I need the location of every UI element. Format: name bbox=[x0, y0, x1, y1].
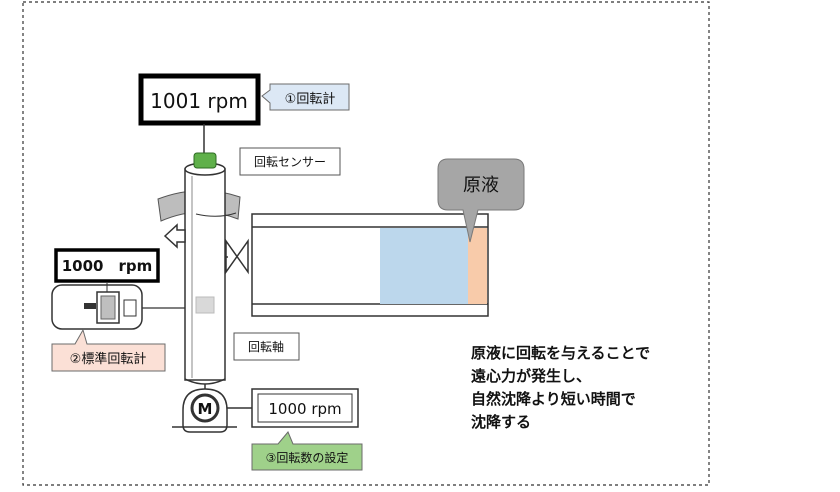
liquid-layer-orange bbox=[468, 228, 487, 304]
shaft-cylinder bbox=[184, 168, 226, 381]
sensor-label: 回転センサー bbox=[254, 155, 326, 169]
dashed-frame bbox=[22, 1, 710, 486]
motor-symbol: M bbox=[198, 400, 213, 418]
tachometer-callout-label: ①回転計 bbox=[285, 91, 336, 107]
liquid-layer-blue bbox=[380, 228, 468, 304]
standard-meter-callout-label: ②標準回転計 bbox=[70, 351, 147, 367]
liquid-callout-bubble bbox=[437, 158, 525, 243]
tachometer-callout-box bbox=[261, 83, 350, 111]
liquid-callout-label: 原液 bbox=[463, 175, 499, 196]
motor-controller-screen bbox=[257, 393, 353, 423]
motor-symbol-circle bbox=[190, 393, 220, 423]
shaft-label: 回転軸 bbox=[248, 340, 284, 354]
sensor-cap bbox=[193, 152, 217, 169]
standard-meter-reading: 1000 rpm bbox=[62, 257, 153, 275]
tachometer-display bbox=[138, 73, 261, 126]
outlet-arrow bbox=[163, 223, 186, 249]
shaft-label-box bbox=[233, 332, 300, 361]
motor-callout-label: ③回転数の設定 bbox=[266, 450, 349, 465]
sensor-label-box bbox=[239, 147, 341, 176]
rotation-arrow-front bbox=[195, 212, 237, 217]
motor-callout-box bbox=[251, 431, 363, 471]
standard-meter-button bbox=[84, 303, 96, 309]
standard-meter-screen bbox=[100, 295, 116, 320]
standard-meter-lens bbox=[123, 299, 137, 317]
motor-setting-value: 1000 rpm bbox=[268, 400, 341, 418]
description-line: 沈降する bbox=[471, 413, 531, 431]
reflective-marker bbox=[195, 296, 215, 314]
standard-meter-callout-box bbox=[51, 328, 166, 372]
valve bbox=[225, 238, 249, 275]
description-line: 自然沈降より短い時間で bbox=[471, 390, 636, 408]
standard-meter-display bbox=[54, 248, 160, 283]
description-line: 遠心力が発生し、 bbox=[471, 367, 591, 385]
description-line: 原液に回転を与えることで bbox=[471, 344, 650, 362]
tachometer-reading: 1001 rpm bbox=[150, 89, 248, 113]
